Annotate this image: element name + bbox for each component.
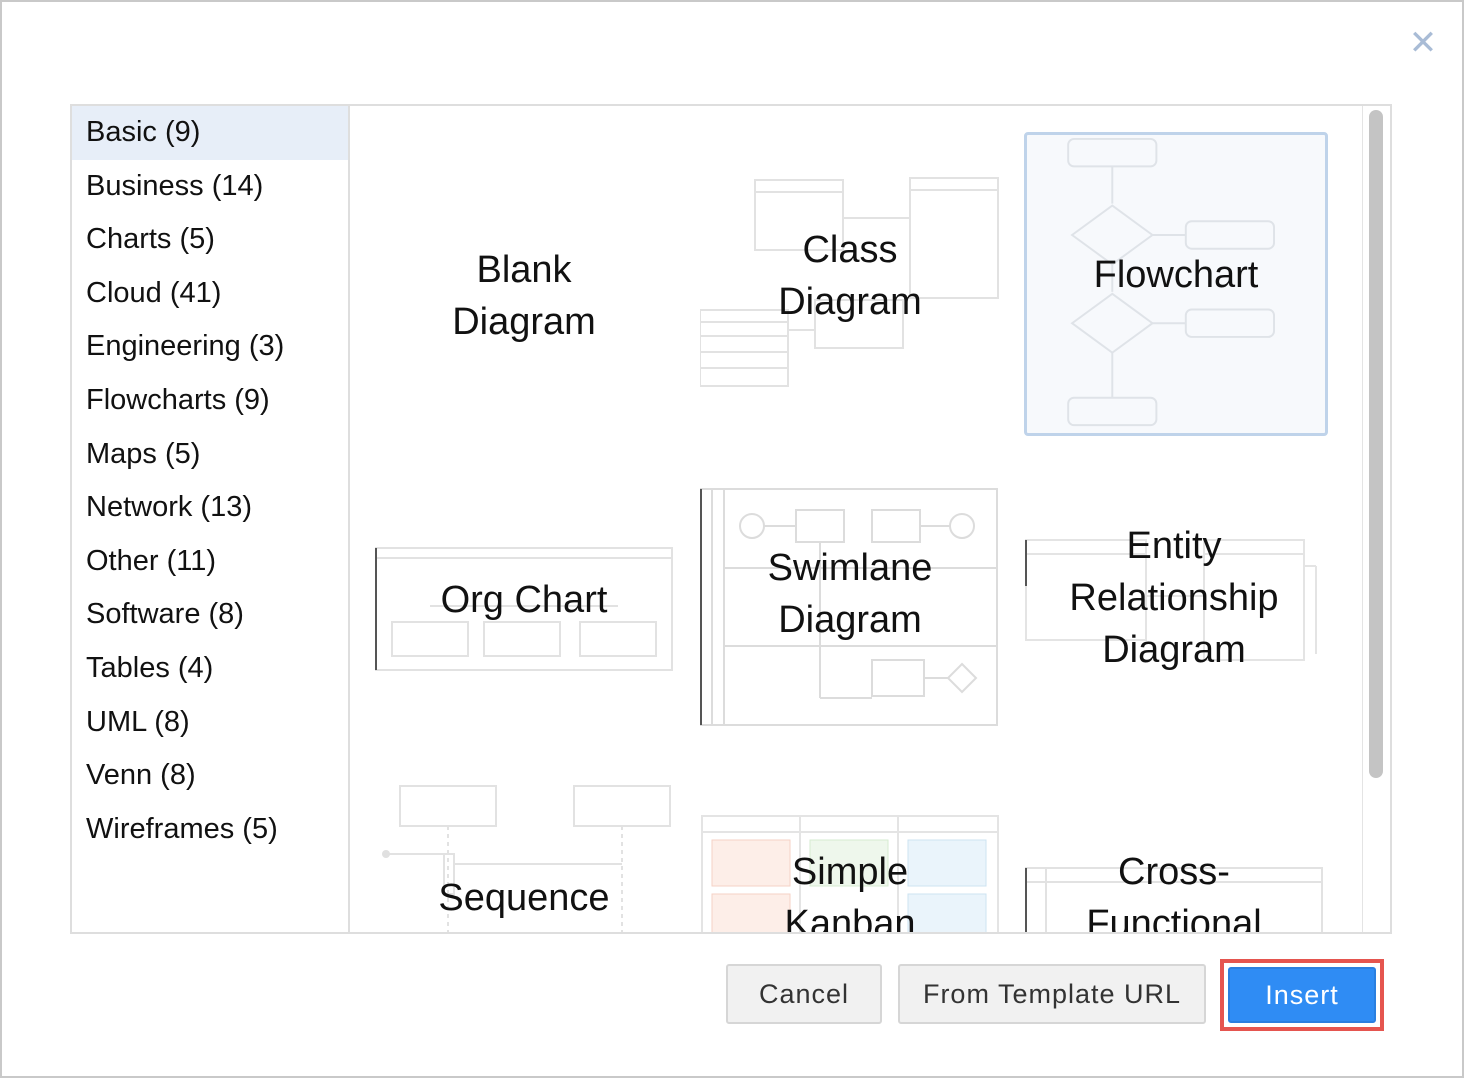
template-grid: Blank Diagram: [350, 106, 1360, 932]
flowchart-thumbnail: [1067, 137, 1276, 427]
swimlane-thumbnail: [700, 488, 998, 726]
insert-button[interactable]: Insert: [1228, 967, 1376, 1023]
template-swimlane-diagram[interactable]: Swimlane Diagram: [700, 488, 1000, 728]
er-diagram-thumbnail: [1025, 539, 1317, 661]
category-sidebar: Basic (9) Business (14) Charts (5) Cloud…: [72, 106, 350, 932]
template-flowchart[interactable]: Flowchart: [1024, 132, 1328, 436]
category-maps[interactable]: Maps (5): [86, 437, 201, 470]
template-sequence[interactable]: Sequence: [374, 782, 674, 932]
close-icon[interactable]: ✕: [1408, 24, 1438, 62]
template-sequence-label: Sequence: [438, 877, 610, 919]
template-crossfunc-label-2: Functional: [1086, 903, 1262, 932]
kanban-thumbnail: [701, 815, 999, 932]
template-org-chart[interactable]: Org Chart: [374, 456, 674, 756]
template-blank-label-1: Blank: [476, 249, 572, 291]
template-kanban-label-1: Simple: [791, 851, 909, 893]
template-panel: Basic (9) Business (14) Charts (5) Cloud…: [70, 104, 1392, 934]
sequence-thumbnail: [382, 785, 671, 932]
template-er-diagram[interactable]: Entity Relationship Diagram: [1024, 456, 1324, 756]
template-blank-diagram[interactable]: Blank Diagram: [374, 130, 674, 430]
class-diagram-thumbnail: [700, 177, 999, 387]
insert-focus-highlight: [1220, 959, 1384, 1031]
template-swimlane-label-2: Diagram: [778, 599, 922, 641]
template-class-diagram[interactable]: Class Diagram: [700, 130, 1000, 430]
category-other[interactable]: Other (11): [86, 544, 217, 577]
category-charts[interactable]: Charts (5): [86, 223, 215, 256]
template-simple-kanban[interactable]: Simple Kanban: [700, 814, 1000, 932]
category-tables[interactable]: Tables (4): [86, 651, 214, 684]
category-software[interactable]: Software (8): [86, 598, 244, 631]
category-uml[interactable]: UML (8): [86, 705, 190, 738]
category-basic[interactable]: Basic (9): [72, 106, 348, 160]
template-class-label-2: Diagram: [778, 281, 922, 323]
template-class-label-1: Class: [802, 229, 898, 271]
template-blank-label-2: Diagram: [452, 301, 596, 343]
cancel-button[interactable]: Cancel: [726, 964, 882, 1024]
from-template-url-button[interactable]: From Template URL: [898, 964, 1206, 1024]
template-er-label-1: Entity: [1126, 525, 1222, 567]
category-venn[interactable]: Venn (8): [86, 759, 196, 792]
category-flowcharts[interactable]: Flowcharts (9): [86, 383, 270, 416]
template-crossfunc-label-1: Cross-: [1118, 851, 1230, 893]
template-flowchart-label: Flowchart: [1093, 254, 1259, 296]
template-cross-functional[interactable]: Cross- Functional: [1024, 782, 1324, 932]
category-network[interactable]: Network (13): [86, 491, 252, 524]
template-kanban-label-2: Kanban: [784, 903, 916, 932]
template-swimlane-label-1: Swimlane: [767, 547, 933, 589]
scrollbar-thumb[interactable]: [1369, 110, 1383, 778]
template-scrollbar[interactable]: [1362, 106, 1390, 932]
cross-functional-thumbnail: [1025, 867, 1323, 932]
category-business[interactable]: Business (14): [86, 169, 264, 202]
template-er-label-2: Relationship: [1069, 577, 1279, 619]
template-er-label-3: Diagram: [1102, 629, 1246, 671]
template-org-label: Org Chart: [440, 579, 608, 621]
category-cloud[interactable]: Cloud (41): [86, 276, 222, 309]
category-wireframes[interactable]: Wireframes (5): [86, 812, 278, 845]
category-engineering[interactable]: Engineering (3): [86, 330, 285, 363]
org-chart-thumbnail: [375, 547, 673, 671]
